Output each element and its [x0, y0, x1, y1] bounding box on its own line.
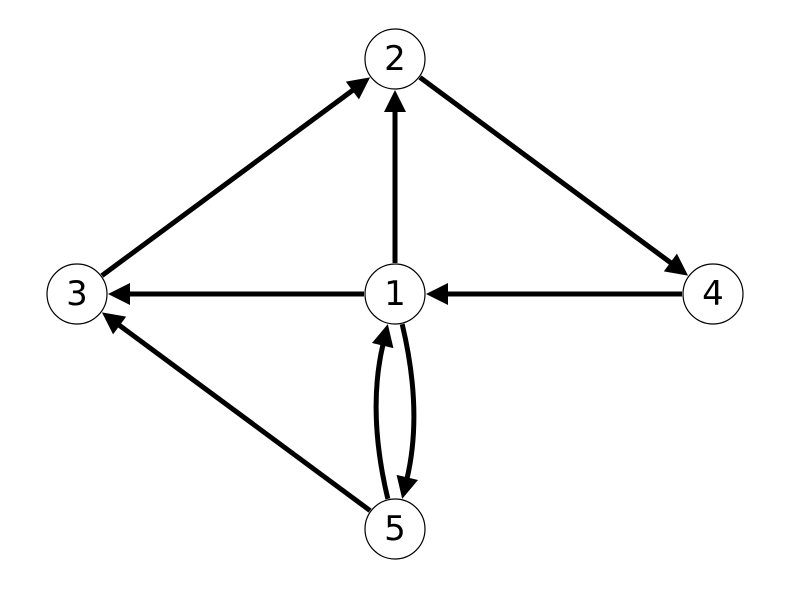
- node-4-label: 4: [702, 274, 724, 314]
- node-3: 3: [46, 263, 108, 325]
- arrowhead-icon: [345, 77, 371, 100]
- node-1: 1: [364, 263, 426, 325]
- arrowhead-icon: [396, 474, 418, 499]
- arrowhead-icon: [426, 283, 448, 305]
- arrowhead-icon: [384, 90, 406, 112]
- node-2-label: 2: [384, 39, 406, 79]
- node-2: 2: [364, 28, 426, 90]
- edge-line: [418, 75, 674, 266]
- edge-line: [399, 323, 417, 480]
- node-5-label: 5: [384, 509, 406, 549]
- node-4: 4: [682, 263, 744, 325]
- edge-1-5: [396, 323, 418, 499]
- arrowhead-icon: [372, 324, 394, 349]
- edge-1-3: [108, 283, 364, 305]
- edge-layer: [100, 75, 689, 513]
- node-5: 5: [364, 498, 426, 560]
- edge-5-3: [101, 312, 372, 513]
- edge-line: [100, 87, 356, 278]
- edge-2-4: [418, 75, 689, 276]
- edge-3-2: [100, 77, 371, 278]
- node-4-circle: [682, 263, 744, 325]
- edge-5-1: [372, 324, 394, 500]
- edge-line: [116, 322, 372, 513]
- node-2-circle: [364, 28, 426, 90]
- arrowhead-icon: [108, 283, 130, 305]
- arrowhead-icon: [663, 253, 689, 276]
- arrowhead-icon: [101, 312, 127, 335]
- node-3-circle: [46, 263, 108, 325]
- node-layer: 1 2 3 4 5: [46, 28, 744, 560]
- node-1-label: 1: [384, 274, 406, 314]
- edge-1-2: [384, 90, 406, 263]
- node-5-circle: [364, 498, 426, 560]
- edge-4-1: [426, 283, 682, 305]
- node-3-label: 3: [66, 274, 88, 314]
- node-1-circle: [364, 263, 426, 325]
- edge-line: [373, 343, 391, 500]
